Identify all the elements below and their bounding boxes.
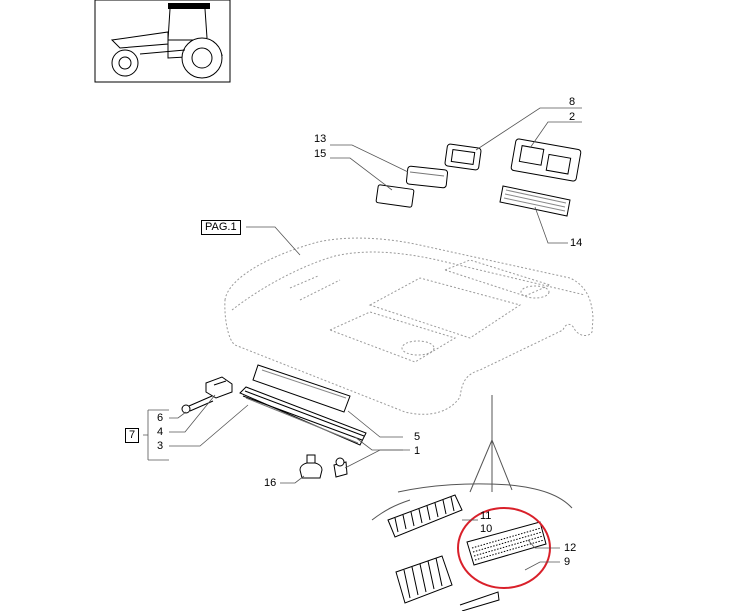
- tractor-thumbnail-icon: [94, 0, 231, 83]
- part-label-4: 4: [157, 426, 164, 438]
- cab-roof-outline: [224, 237, 594, 415]
- part-label-2: 2: [569, 111, 576, 123]
- gasket-part-8: [444, 143, 482, 171]
- light-housing-part-3: [239, 386, 367, 446]
- light-strip-part-5: [252, 364, 351, 413]
- frame-part-2: [510, 138, 582, 182]
- part-label-8: 8: [569, 96, 576, 108]
- part-label-3: 3: [157, 440, 164, 452]
- part-label-6: 6: [157, 412, 164, 424]
- part-label-5: 5: [414, 431, 421, 443]
- part-label-16: 16: [264, 477, 277, 489]
- page-ref-label: PAG.1: [201, 220, 241, 235]
- knob-part-1: [333, 457, 348, 478]
- part-label-1: 1: [414, 445, 421, 457]
- part-label-15: 15: [314, 148, 327, 160]
- part-label-9: 9: [564, 556, 571, 568]
- detail-inset: [371, 395, 573, 612]
- lamp-part-14: [499, 185, 571, 217]
- part-label-13: 13: [314, 133, 327, 145]
- knob-part-16: [299, 454, 323, 479]
- part-label-12: 12: [564, 542, 577, 554]
- lens-part-15: [375, 184, 415, 208]
- screw-part-6: [181, 395, 214, 414]
- group-label-7: 7: [125, 428, 140, 443]
- part-label-14: 14: [570, 237, 583, 249]
- clip-part-4: [205, 376, 233, 399]
- lens-part-13: [405, 165, 449, 189]
- leader-lines: [143, 107, 582, 571]
- part-label-11: 11: [480, 510, 492, 522]
- part-label-10: 10: [480, 523, 493, 535]
